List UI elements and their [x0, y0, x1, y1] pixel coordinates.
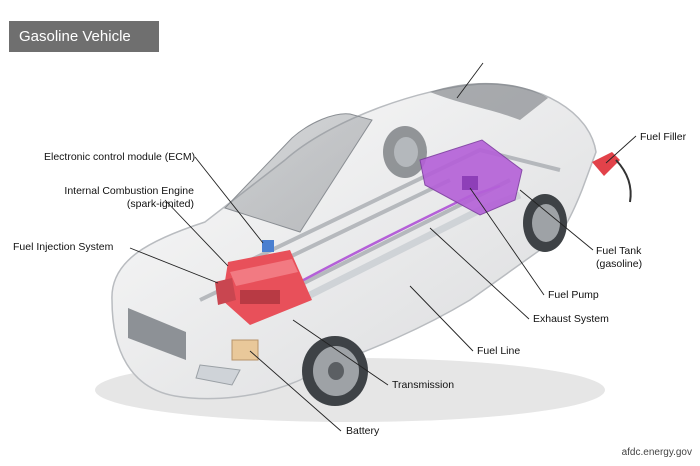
fuel-filler-nozzle — [592, 152, 632, 203]
ecm-label: Electronic control module (ECM) — [44, 151, 196, 163]
wheel-rear-left — [523, 194, 567, 252]
headlight — [195, 364, 241, 386]
fuel-tank-label: Fuel Tank (gasoline) — [596, 245, 642, 271]
source-credit: afdc.energy.gov — [621, 447, 692, 458]
fuel-pump-unit — [462, 176, 478, 190]
ecm-module — [262, 240, 274, 252]
fuel-filler-label: Fuel Filler — [640, 131, 687, 143]
fuel-injectors — [215, 278, 236, 305]
windshield — [224, 113, 373, 233]
fuel-line-pipe — [284, 184, 501, 292]
fuel-tank-label-line2: (gasoline) — [596, 258, 643, 270]
battery-label: Battery — [346, 425, 380, 437]
front-grille — [128, 308, 186, 360]
rear-window — [430, 82, 548, 120]
fuel-tank-label-line1: Fuel Tank — [596, 245, 642, 257]
wheel-front-left — [302, 336, 368, 406]
battery-unit — [231, 339, 259, 361]
exhaust-pipe — [298, 191, 522, 304]
fuel-injection-label: Fuel Injection System — [13, 241, 114, 253]
exhaust-label: Exhaust System — [533, 313, 609, 325]
ice-label-line2: (spark-ignited) — [126, 198, 194, 210]
wheel-rear-right — [383, 126, 427, 178]
engine-block — [222, 250, 312, 325]
fuel-line-label: Fuel Line — [477, 345, 521, 357]
ice-label-line1: Internal Combustion Engine — [64, 185, 194, 197]
ice-label: Internal Combustion Engine (spark-ignite… — [38, 185, 194, 211]
fuel-pump-label: Fuel Pump — [548, 289, 599, 301]
leader-lines — [129, 62, 637, 432]
transmission-label: Transmission — [392, 379, 455, 391]
diagram-title: Gasoline Vehicle — [9, 21, 159, 52]
